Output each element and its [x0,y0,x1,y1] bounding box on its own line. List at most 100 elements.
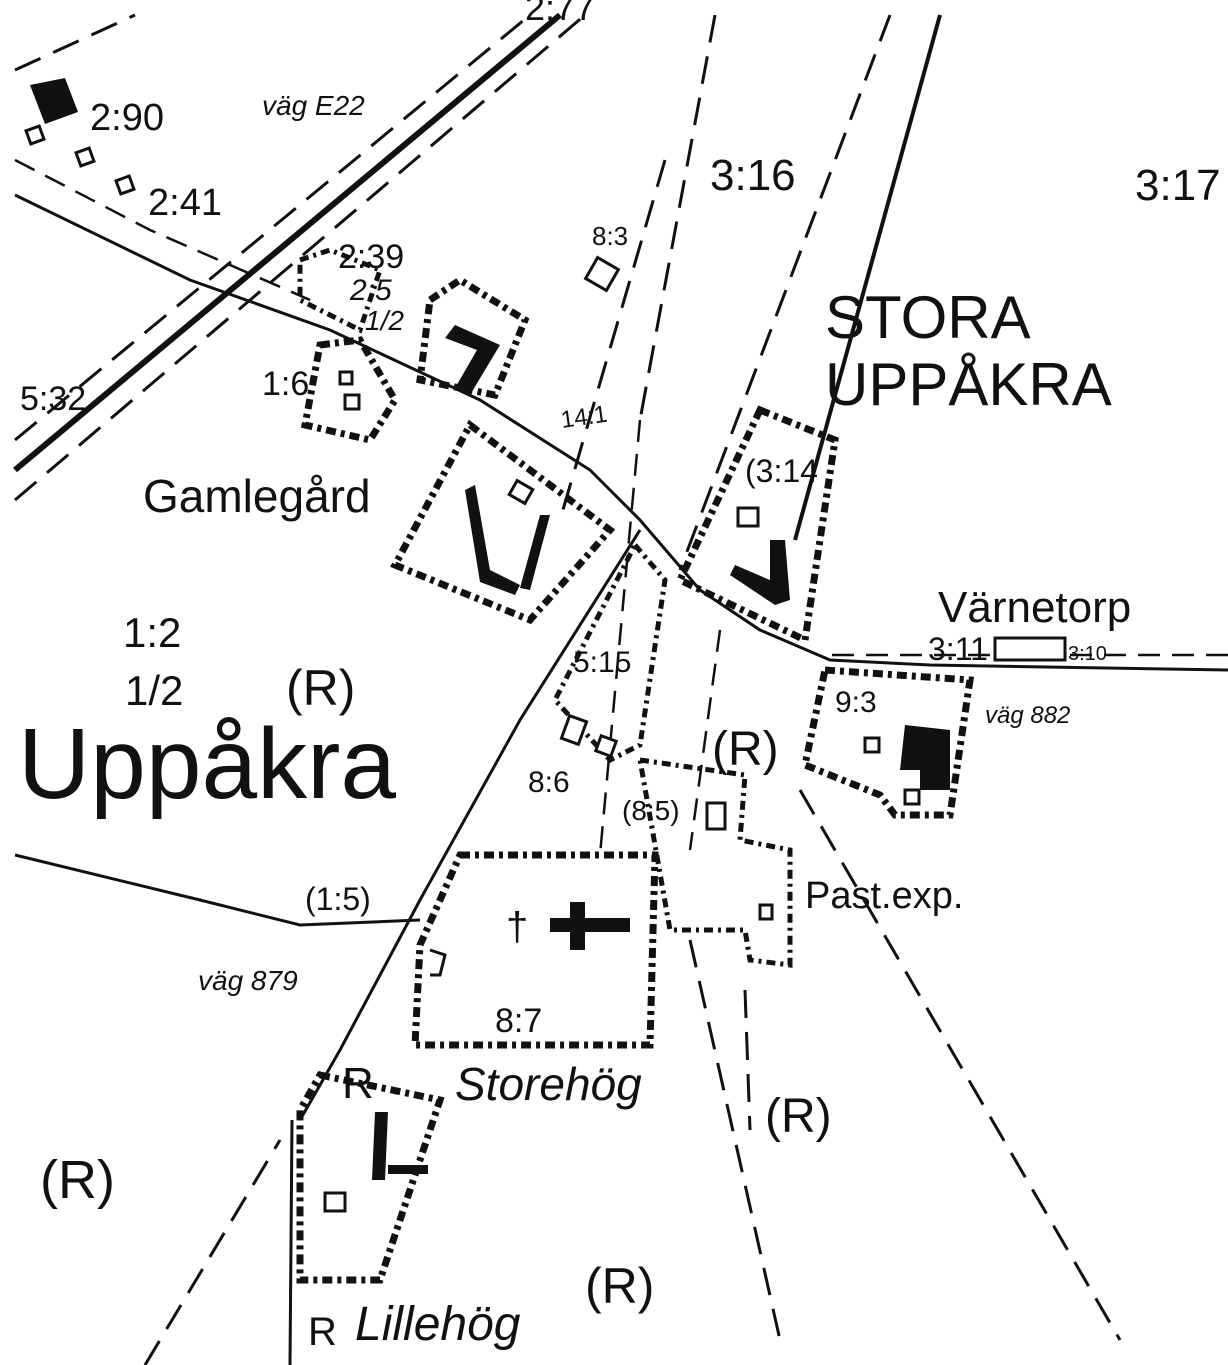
label-parcel-1-5: (1:5) [305,881,371,917]
road-879-south [288,1119,294,1365]
label-parcel-3-17: 3:17 [1135,161,1221,210]
building-8-3 [583,255,621,293]
road-village [14,193,1228,672]
label-parcel-1-2: 1:2 [123,609,181,656]
building-9-3-c [903,788,921,806]
building-3-11 [993,636,1067,662]
road-e22-dash-1 [14,13,531,442]
label-r-lillehog: R [308,1310,337,1354]
label-parcel-8-6: 8:6 [528,766,570,799]
building-small-1 [24,124,46,146]
label-parcel-3-10: 3:10 [1068,643,1107,665]
plot-churchyard [411,851,659,1049]
label-parcel-2-39: 2:39 [338,238,404,276]
label-r-3: (R) [765,1090,832,1143]
building-2-90 [30,78,78,124]
church-building [550,902,630,950]
plot-gamlegard [390,419,616,625]
building-9-3 [900,725,950,790]
label-stora: STORA [825,284,1031,351]
plot-3-14 [675,405,839,646]
plot-2-5 [416,275,530,400]
label-road-e22: väg E22 [262,90,365,121]
building-gamlegard-2 [520,515,550,590]
building-3-14 [730,540,790,605]
labels: 2:77 2:90 väg E22 2:41 3:16 3:17 8:3 2:3… [18,0,1221,1354]
plot-2-39 [297,247,384,334]
road-879-dash [143,1139,282,1365]
label-uppakra: Uppåkra [18,708,396,820]
label-r-storehog: R [342,1059,374,1108]
church-cross-icon: † [506,905,528,949]
building-8-5 [705,801,727,831]
label-past-exp: Past.exp. [805,875,963,917]
building-8-6-a [559,713,589,747]
label-parcel-5-15: 5:15 [573,646,631,679]
plot-1-6 [300,336,400,444]
label-parcel-8-3: 8:3 [592,221,628,251]
building-9-3-b [863,736,881,754]
label-r-4: (R) [40,1150,115,1210]
label-parcel-2-77: 2:77 [525,0,595,28]
road-north [793,14,942,541]
label-parcel-3-11: 3:11 [928,631,988,667]
building-1-6-b [343,393,361,411]
label-parcel-1-2b: 1/2 [125,667,183,714]
road-north-dash-1 [678,14,892,571]
label-parcel-8-7: 8:7 [495,1002,542,1040]
plot-5-15 [551,540,668,764]
road-north-dash-2 [638,14,717,421]
building-1-6-a [338,370,354,386]
building-3-14-b [736,506,760,528]
label-lillehog: Lillehög [355,1298,521,1351]
property-boundaries [296,247,975,1284]
dash-centre [688,629,722,851]
building-2-5 [445,325,500,395]
label-parcel-2-41: 2:41 [148,182,222,224]
label-parcel-5-32: 5:32 [20,380,86,418]
building-past-exp [758,903,774,921]
label-road-882: väg 882 [985,702,1070,729]
building-lillehog-1 [372,1112,388,1180]
label-parcel-9-3: 9:3 [835,686,877,719]
building-gamlegard-3 [507,478,535,506]
label-parcel-2-5: 2:5 [349,274,392,307]
label-parcel-3-14: (3:14 [745,453,818,489]
label-r-5: (R) [585,1258,654,1314]
label-parcel-14-1: 14:1 [559,401,609,434]
label-uppakra-stora: UPPÅKRA [825,351,1112,418]
building-outline-1-5 [429,948,447,977]
label-parcel-8-5: (8:5) [622,795,680,826]
label-parcel-1-6: 1:6 [262,365,309,403]
dash-se-2 [688,939,782,1341]
building-small-3 [114,174,136,196]
building-lillehog-3 [323,1191,347,1213]
label-r-2: (R) [712,723,779,776]
label-road-879: väg 879 [198,965,298,996]
building-lillehog-2 [388,1165,428,1174]
label-r-1: (R) [286,660,355,716]
road-e22-line [13,12,562,473]
label-gamlegard: Gamlegård [143,470,371,522]
label-storehog: Storehög [455,1058,642,1110]
plot-past-exp [636,757,793,968]
building-small-2 [74,146,96,168]
building-8-6-b [593,733,619,759]
building-gamlegard-1 [465,485,520,595]
road-e22-dash-3 [14,13,136,72]
plot-9-3 [800,666,975,819]
road-west [14,853,421,927]
dash-s-3 [743,989,752,1131]
buildings [24,78,1067,1213]
label-parcel-3-16: 3:16 [710,151,796,200]
label-parcel-1-2-small: 1/2 [365,305,404,336]
dash-se-1 [798,789,1122,1341]
road-879 [298,529,642,1121]
road-north-dash-3 [558,159,667,521]
label-varnetorp: Värnetorp [938,583,1131,632]
dash-centre-2 [598,419,642,856]
plot-lillehog [296,1071,445,1284]
label-parcel-2-90: 2:90 [90,97,164,139]
road-village-edge [14,158,311,302]
